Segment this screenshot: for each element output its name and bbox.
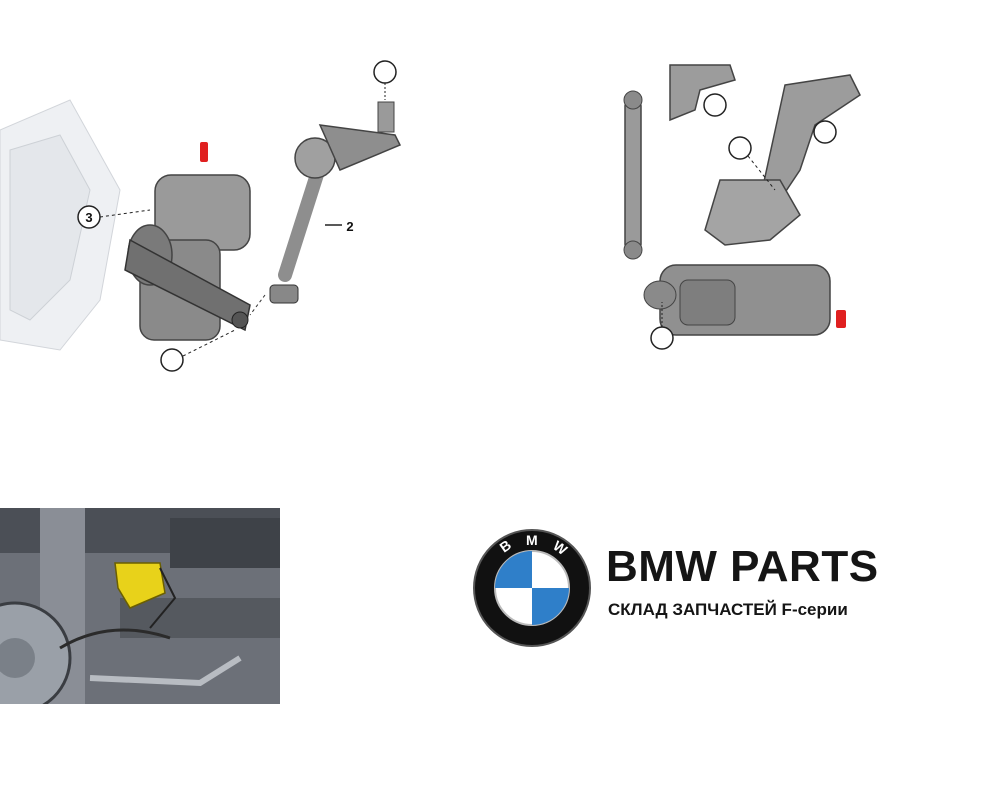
brand-subtitle: СКЛАД ЗАПЧАСТЕЙ F-серии (608, 600, 848, 619)
brand-title: BMW PARTS (606, 542, 879, 591)
coupling-rod (249, 101, 402, 316)
callout-blank-bottom (160, 329, 236, 372)
level-sensor-right (643, 264, 831, 336)
callout-blank-4 (650, 302, 674, 350)
top-bracket (669, 64, 736, 122)
callout-2: 2 (325, 219, 354, 234)
callout-blank-1 (703, 93, 727, 117)
highlighted-sensor (114, 562, 166, 609)
brand-block: B M W BMW PARTS СКЛАД ЗАПЧАСТЕЙ F-серии (472, 528, 932, 648)
sensor-lever-arm (124, 238, 251, 332)
wire-harness (59, 628, 171, 650)
bmw-logo: B M W (473, 529, 591, 647)
rod-bracket (318, 124, 402, 171)
brake-disc (0, 601, 72, 704)
callout-3: 3 (77, 205, 151, 229)
red-callout-marker (200, 142, 208, 162)
right-diagram-svg (623, 64, 861, 350)
photo-svg (0, 508, 280, 704)
vertical-link-rod (623, 90, 643, 260)
mounting-plate (704, 179, 801, 246)
svg-text:3: 3 (85, 210, 92, 225)
svg-text:2: 2 (346, 219, 353, 234)
callout-blank-2 (813, 120, 837, 144)
red-callout-marker-right (836, 310, 846, 328)
level-sensor (124, 174, 251, 341)
svg-text:M: M (526, 532, 538, 548)
left-parts-diagram: 3 2 (0, 40, 420, 410)
callout-blank-3 (728, 136, 776, 191)
installed-sensor-photo (0, 508, 280, 704)
callout-blank-top (373, 60, 397, 100)
right-parts-diagram (600, 40, 900, 370)
left-diagram-svg: 3 2 (0, 60, 402, 372)
body-panel-inner (9, 134, 91, 321)
